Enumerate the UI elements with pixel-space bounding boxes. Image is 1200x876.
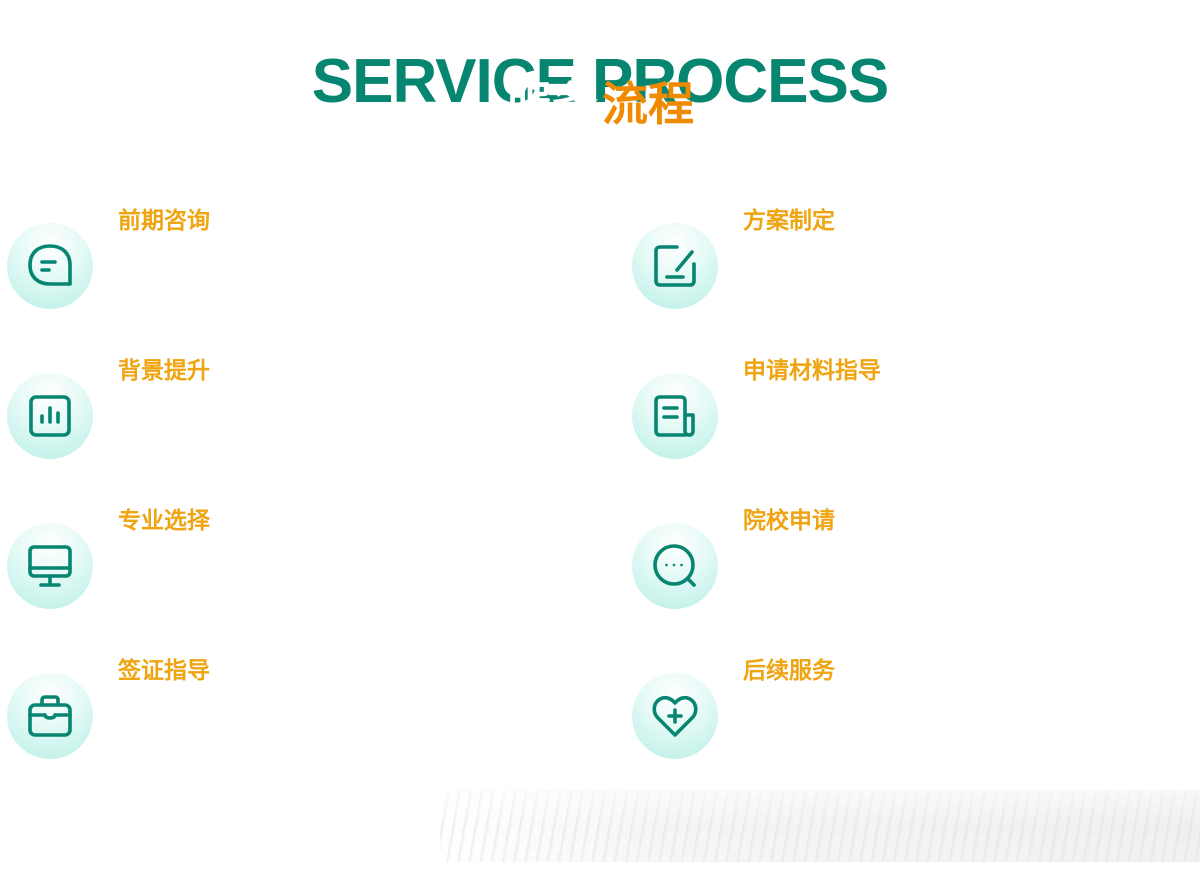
service-icon-circle	[632, 373, 718, 459]
briefcase-icon	[28, 695, 72, 737]
section-header: SERVICE PROCESS 服务流程	[0, 0, 1200, 160]
service-item-application-materials: 申请材料指导	[625, 352, 1185, 459]
service-label: 专业选择	[118, 508, 210, 534]
service-item-plan: 方案制定	[625, 202, 1185, 309]
service-label: 后续服务	[743, 658, 835, 684]
service-icon-circle	[7, 673, 93, 759]
newspaper-icon	[654, 395, 695, 437]
service-label: 申请材料指导	[743, 358, 881, 384]
page-title-english: SERVICE PROCESS	[311, 47, 889, 116]
service-item-major-selection: 专业选择	[0, 502, 560, 609]
search-message-icon	[653, 544, 696, 587]
service-label: 背景提升	[118, 358, 210, 384]
title-chinese-part-2: 流程	[602, 77, 694, 131]
monitor-icon	[28, 545, 72, 587]
page-title-chinese: 服务流程	[0, 74, 1200, 134]
heart-plus-icon	[652, 695, 698, 737]
service-label: 前期咨询	[118, 208, 210, 234]
service-icon-circle	[632, 223, 718, 309]
service-icon-circle	[7, 223, 93, 309]
title-chinese-part-1: 服务	[506, 77, 598, 131]
chat-bubble-icon	[28, 244, 72, 286]
service-icon-circle	[7, 523, 93, 609]
service-label: 签证指导	[118, 658, 210, 684]
service-item-visa-guidance: 签证指导	[0, 652, 560, 759]
bar-chart-icon	[29, 395, 71, 437]
service-icon-circle	[632, 673, 718, 759]
service-label: 方案制定	[743, 208, 835, 234]
service-icon-circle	[632, 523, 718, 609]
service-item-follow-up: 后续服务	[625, 652, 1185, 759]
decorative-background-band	[440, 790, 1200, 862]
service-item-school-application: 院校申请	[625, 502, 1185, 609]
service-item-consultation: 前期咨询	[0, 202, 560, 309]
decorative-fade	[440, 790, 1200, 862]
service-icon-circle	[7, 373, 93, 459]
service-label: 院校申请	[743, 508, 835, 534]
service-item-background-enhancement: 背景提升	[0, 352, 560, 459]
edit-document-icon	[654, 245, 696, 287]
